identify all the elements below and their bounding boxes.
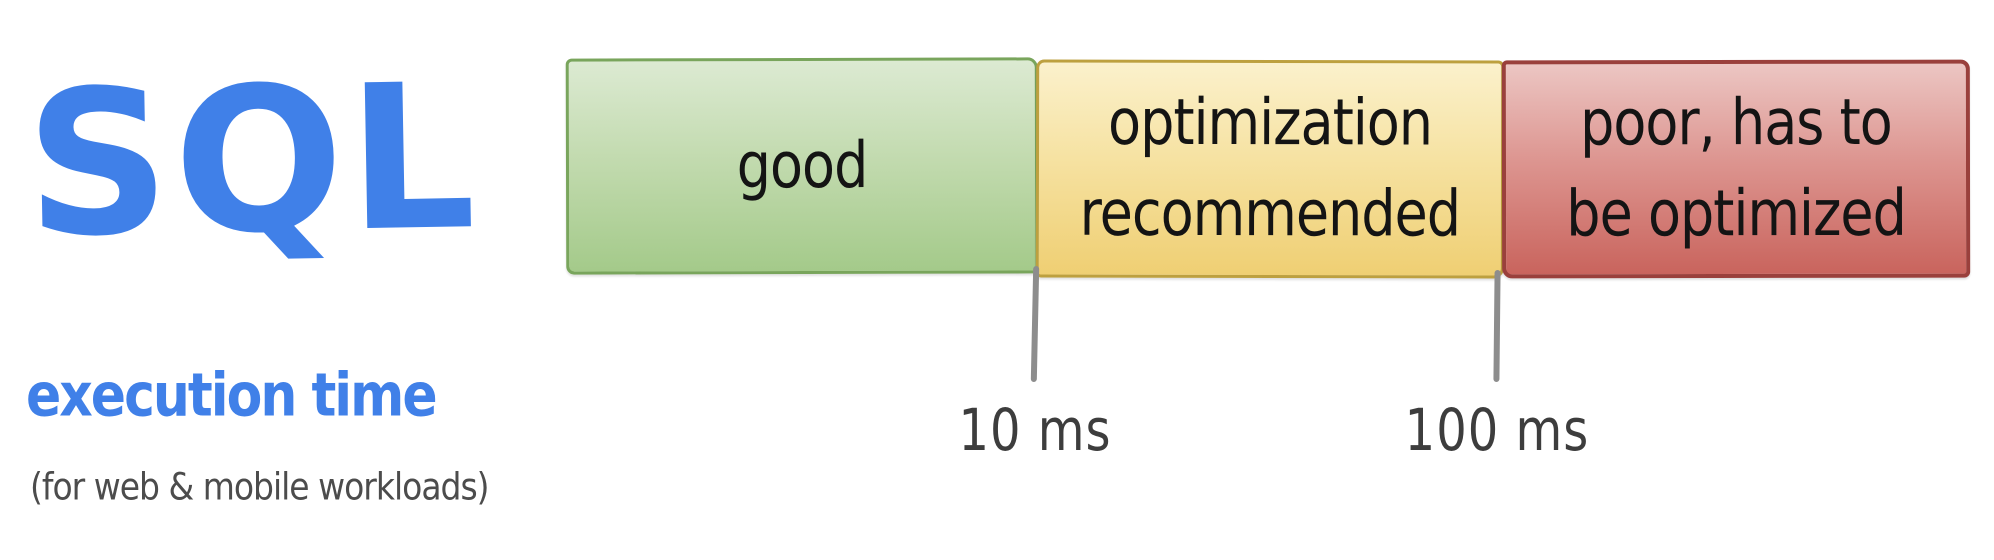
workload-note: (for web & mobile workloads)	[30, 464, 490, 509]
segment-good: good	[565, 57, 1039, 275]
threshold-label-10ms: 10 ms	[958, 397, 1112, 465]
segment-poor-optimize: poor, has to be optimized	[1501, 59, 1971, 279]
segment-warn-label-line2: recommended	[1079, 175, 1461, 251]
page-title: SQL	[23, 41, 482, 282]
segment-good-label: good	[736, 127, 868, 203]
segment-optimization-recommended: optimization recommended	[1035, 59, 1505, 279]
segment-poor-label-line2: be optimized	[1566, 175, 1906, 251]
threshold-label-100ms: 100 ms	[1404, 397, 1590, 465]
page-subtitle: execution time	[26, 361, 438, 431]
threshold-tick-10ms	[1030, 265, 1040, 383]
threshold-tick-100ms	[1493, 269, 1501, 383]
